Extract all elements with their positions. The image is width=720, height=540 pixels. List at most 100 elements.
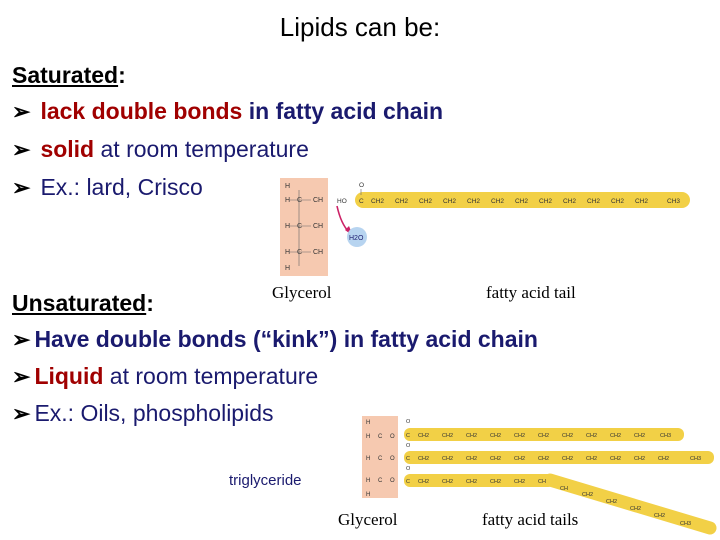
svg-text:C: C bbox=[297, 197, 302, 204]
svg-text:CH2: CH2 bbox=[490, 433, 501, 439]
saturated-bullet-3: ➢Ex.: lard, Crisco bbox=[12, 174, 203, 201]
svg-text:CH: CH bbox=[560, 486, 568, 492]
bullet-text: at room temperature bbox=[103, 363, 319, 389]
svg-text:CH3: CH3 bbox=[690, 456, 701, 462]
svg-text:HO: HO bbox=[337, 198, 347, 205]
slide-title: Lipids can be: bbox=[0, 12, 720, 43]
svg-text:CH: CH bbox=[313, 249, 323, 256]
svg-text:CH2: CH2 bbox=[539, 198, 552, 205]
svg-text:C: C bbox=[378, 456, 383, 462]
svg-text:CH2: CH2 bbox=[418, 479, 429, 485]
svg-text:CH2: CH2 bbox=[610, 456, 621, 462]
arrow-bullet-icon: ➢ bbox=[12, 364, 31, 389]
svg-text:H: H bbox=[285, 183, 290, 190]
svg-text:H: H bbox=[285, 197, 290, 204]
arrow-bullet-icon: ➢ bbox=[12, 99, 31, 124]
kinked-tail-segment bbox=[543, 473, 717, 535]
svg-text:CH2: CH2 bbox=[586, 433, 597, 439]
svg-text:CH2: CH2 bbox=[419, 198, 432, 205]
glycerol-label-bottom: Glycerol bbox=[338, 510, 398, 529]
svg-text:CH2: CH2 bbox=[562, 456, 573, 462]
svg-text:C: C bbox=[297, 249, 302, 256]
fatty-acid-tail-bar bbox=[355, 192, 690, 208]
saturated-fatty-acid-diagram: H H C CH H C CH H C CH H HO C O CH2 CH2 … bbox=[280, 178, 690, 276]
saturated-word: Saturated bbox=[12, 62, 119, 88]
svg-text:CH3: CH3 bbox=[667, 198, 680, 205]
bullet-text: Ex.: Oils, phospholipids bbox=[34, 400, 274, 426]
svg-text:CH2: CH2 bbox=[538, 456, 549, 462]
svg-text:H: H bbox=[285, 265, 290, 272]
fatty-acid-tail-bar-3 bbox=[404, 474, 554, 487]
svg-text:CH2: CH2 bbox=[630, 506, 641, 512]
svg-text:CH2: CH2 bbox=[587, 198, 600, 205]
unsaturated-bullet-3: ➢Ex.: Oils, phospholipids bbox=[12, 400, 274, 427]
svg-text:H: H bbox=[366, 420, 370, 426]
glycerol-block bbox=[280, 178, 328, 276]
svg-text:CH2: CH2 bbox=[491, 198, 504, 205]
svg-text:CH2: CH2 bbox=[563, 198, 576, 205]
svg-text:CH2: CH2 bbox=[418, 433, 429, 439]
glycerol-block bbox=[362, 416, 398, 498]
svg-text:CH2: CH2 bbox=[562, 433, 573, 439]
fatty-acid-tails-label: fatty acid tails bbox=[482, 510, 579, 529]
svg-text:CH2: CH2 bbox=[418, 456, 429, 462]
svg-text:CH: CH bbox=[538, 479, 546, 485]
svg-text:CH2: CH2 bbox=[371, 198, 384, 205]
unsaturated-header: Unsaturated: bbox=[12, 290, 154, 317]
glycerol-label-top: Glycerol bbox=[272, 283, 332, 302]
svg-text:H: H bbox=[285, 249, 290, 256]
tail-atoms: O C CH2 CH2 CH2 CH2 CH2 CH2 CH2 CH2 CH2 … bbox=[406, 419, 701, 527]
svg-text:C: C bbox=[297, 223, 302, 230]
arrow-bullet-icon: ➢ bbox=[12, 327, 31, 352]
svg-text:CH2: CH2 bbox=[514, 479, 525, 485]
svg-text:H2O: H2O bbox=[349, 235, 364, 242]
saturated-header: Saturated: bbox=[12, 62, 126, 89]
bullet-text: Have double bonds (“kink”) in fatty acid… bbox=[34, 326, 538, 352]
svg-text:CH2: CH2 bbox=[586, 456, 597, 462]
svg-text:O: O bbox=[390, 456, 395, 462]
svg-text:O: O bbox=[406, 443, 411, 449]
svg-text:CH2: CH2 bbox=[634, 433, 645, 439]
svg-text:CH: CH bbox=[313, 223, 323, 230]
glycerol-atoms: H H C O H C O H C O H bbox=[366, 420, 395, 498]
svg-text:CH2: CH2 bbox=[467, 198, 480, 205]
svg-text:C: C bbox=[406, 433, 410, 439]
bullet-emphasis: lack double bonds bbox=[40, 98, 243, 124]
svg-text:H: H bbox=[285, 223, 290, 230]
bullet-text: in fatty acid chain bbox=[242, 98, 444, 124]
unsaturated-bullet-2: ➢Liquid at room temperature bbox=[12, 363, 318, 390]
svg-text:O: O bbox=[406, 466, 411, 472]
svg-text:CH2: CH2 bbox=[442, 456, 453, 462]
fatty-acid-tail-bar-2 bbox=[404, 451, 714, 464]
svg-text:CH2: CH2 bbox=[490, 456, 501, 462]
svg-text:CH2: CH2 bbox=[466, 479, 477, 485]
saturated-bullet-1: ➢ lack double bonds in fatty acid chain bbox=[12, 98, 443, 125]
svg-text:CH2: CH2 bbox=[514, 456, 525, 462]
svg-text:CH2: CH2 bbox=[514, 433, 525, 439]
glycerol-atoms: H H C CH H C CH H C CH H bbox=[285, 183, 323, 272]
unsaturated-colon: : bbox=[146, 290, 154, 316]
svg-text:CH3: CH3 bbox=[660, 433, 671, 439]
svg-text:O: O bbox=[390, 434, 395, 440]
svg-text:CH2: CH2 bbox=[515, 198, 528, 205]
svg-text:C: C bbox=[378, 434, 383, 440]
svg-text:CH: CH bbox=[313, 197, 323, 204]
arrow-bullet-icon: ➢ bbox=[12, 175, 31, 200]
svg-text:CH3: CH3 bbox=[680, 521, 691, 527]
svg-text:CH2: CH2 bbox=[611, 198, 624, 205]
svg-text:CH2: CH2 bbox=[538, 433, 549, 439]
title-rest: can be: bbox=[347, 12, 441, 42]
svg-text:C: C bbox=[378, 478, 383, 484]
title-lipids: Lipids bbox=[279, 12, 348, 42]
bullet-emphasis: Liquid bbox=[34, 363, 104, 389]
svg-text:CH2: CH2 bbox=[635, 198, 648, 205]
svg-text:CH2: CH2 bbox=[658, 456, 669, 462]
triglyceride-diagram: H H C O H C O H C O H O C CH2 CH2 CH2 CH… bbox=[362, 416, 717, 535]
fatty-acid-tail-bar-1 bbox=[404, 428, 684, 441]
svg-text:CH2: CH2 bbox=[634, 456, 645, 462]
svg-text:CH2: CH2 bbox=[466, 433, 477, 439]
svg-text:CH2: CH2 bbox=[610, 433, 621, 439]
svg-text:CH2: CH2 bbox=[490, 479, 501, 485]
svg-text:CH2: CH2 bbox=[442, 433, 453, 439]
svg-text:C: C bbox=[406, 479, 410, 485]
